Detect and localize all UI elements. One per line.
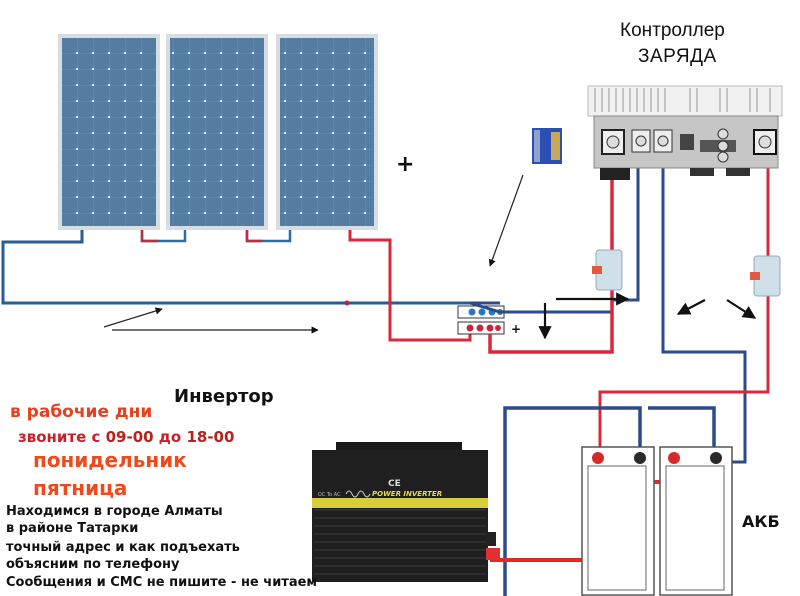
battery-1 (581, 446, 655, 596)
junction-to-controller-positive (488, 173, 614, 354)
call-to: 18-00 (186, 428, 235, 446)
info-line: Сообщения и СМС не пишите - не читаем (6, 575, 318, 590)
inverter-ce-mark: CE (388, 479, 401, 489)
panel-series-links (140, 230, 292, 243)
junction-polarity-label: + (511, 322, 522, 336)
circuit-breaker-battery (750, 255, 781, 297)
call-prefix: звоните с (18, 428, 106, 446)
charge-controller (587, 85, 783, 180)
info-line: объясним по телефону (6, 557, 180, 572)
panel-polarity-label: + (396, 152, 415, 177)
flow-arrows (103, 174, 524, 334)
controller-subtitle: ЗАРЯДА (638, 46, 717, 67)
call-mid: до (153, 428, 187, 446)
solar-panel-3 (276, 34, 378, 230)
battery-label: АКБ (742, 512, 780, 531)
call-hours-text: звоните с 09-00 до 18-00 (18, 428, 234, 446)
solar-panel-1 (58, 34, 160, 230)
call-from: 09-00 (105, 428, 154, 446)
day-from-text: понидельник (33, 448, 187, 472)
controller-to-battery-negative (661, 148, 747, 464)
controller-title: Контроллер (620, 20, 725, 41)
info-line: точный адрес и как подъехать (6, 540, 240, 555)
battery-negative-links (503, 406, 642, 596)
circuit-breaker-pv (592, 249, 623, 291)
info-line: Находимся в городе Алматы (6, 504, 223, 519)
day-to-text: пятница (33, 476, 128, 500)
inverter-label: Инвертор (174, 386, 274, 407)
panel-positive-wire (348, 230, 472, 342)
bus-bar (532, 128, 562, 164)
controller-to-battery-positive (598, 148, 770, 464)
solar-panel-2 (166, 34, 268, 230)
junction-block-positive (457, 321, 505, 335)
info-line: в районе Татарки (6, 521, 139, 536)
workdays-text: в рабочие дни (10, 402, 153, 422)
inverter-brand-text: POWER INVERTER (372, 490, 442, 498)
panel-negative-wire (1, 230, 470, 305)
inverter-dc-ac-text: DC To AC (318, 492, 341, 498)
inverter-device (312, 442, 500, 582)
battery-2 (659, 446, 733, 596)
